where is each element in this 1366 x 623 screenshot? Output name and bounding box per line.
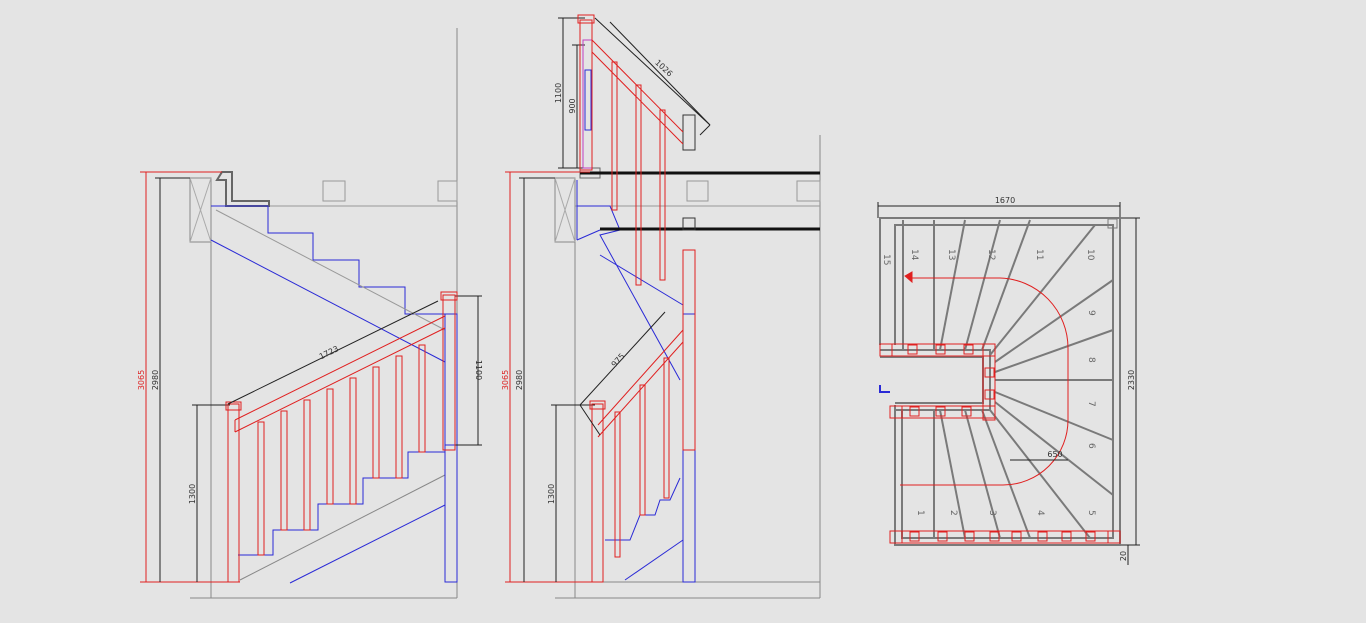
step-number: 14 <box>909 249 919 261</box>
step-number: 1 <box>915 510 925 516</box>
left-rail-length: 1723 <box>318 344 340 361</box>
middle-elevation <box>505 14 821 599</box>
middle-total-height: 3065 <box>501 370 510 390</box>
left-rail-low: 1300 <box>188 484 197 504</box>
step-number: 11 <box>1034 249 1044 260</box>
middle-rail-mid-length: 975 <box>610 352 627 369</box>
steps-top: 15 14 13 12 11 10 <box>881 249 1095 265</box>
plan-width: 1670 <box>995 196 1015 205</box>
left-elevation <box>140 28 482 599</box>
steps-right: 9 8 7 6 <box>1086 310 1096 449</box>
steps-bottom: 1 2 3 4 5 <box>915 510 1096 516</box>
left-rail-post: 1100 <box>474 360 483 380</box>
step-number: 12 <box>986 249 996 260</box>
middle-upper-inner: 900 <box>568 98 577 113</box>
plan-offset: 20 <box>1119 551 1128 561</box>
step-number: 10 <box>1085 249 1095 261</box>
step-number: 3 <box>987 510 997 516</box>
left-total-height: 3065 <box>137 370 146 390</box>
middle-upper-total: 1100 <box>554 83 563 103</box>
step-number: 4 <box>1035 510 1045 516</box>
plan-radius: 650 <box>1047 450 1062 459</box>
plan-height: 2330 <box>1127 370 1136 390</box>
middle-rail-low: 1300 <box>547 484 556 504</box>
step-number: 13 <box>946 249 956 260</box>
middle-floor-height: 2980 <box>515 370 524 390</box>
step-number: 7 <box>1086 401 1096 407</box>
step-number: 8 <box>1086 357 1096 363</box>
left-floor-height: 2980 <box>151 370 160 390</box>
step-number: 6 <box>1086 443 1096 449</box>
step-number: 9 <box>1086 310 1096 316</box>
plan-view <box>877 202 1140 565</box>
step-number: 15 <box>881 254 891 265</box>
step-number: 5 <box>1086 510 1096 516</box>
step-number: 2 <box>948 510 958 516</box>
